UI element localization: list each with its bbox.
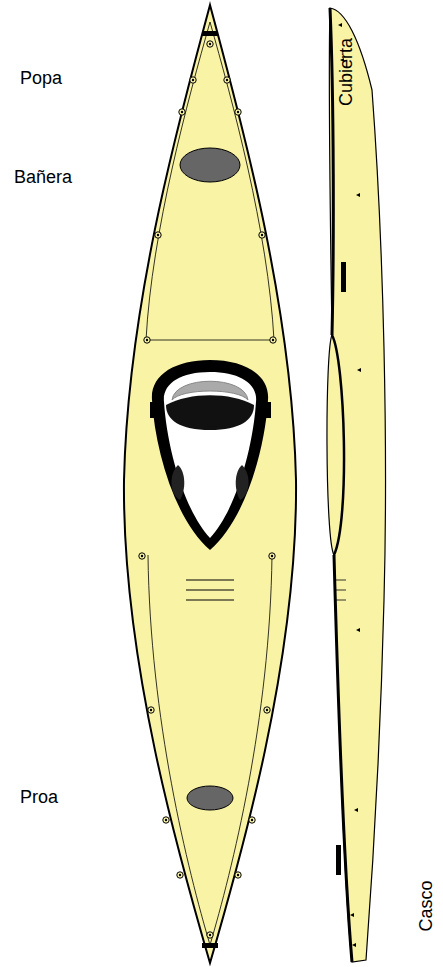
deck-seam [330,8,352,962]
cockpit [152,360,268,550]
deck-line [146,22,274,340]
part-label: Bañera [14,168,72,186]
side-fittings [338,23,361,947]
front-hatch [187,786,233,810]
part-label: Popa [20,69,62,87]
thigh-brace [266,402,271,418]
kayak-top-view [124,5,296,963]
rear-hatch [180,148,240,182]
kayak-side-view [327,8,386,962]
deck-grip-lines [186,580,234,600]
side-grip-lines [336,580,346,600]
hatch-side [336,845,341,875]
deck-fittings [139,41,276,938]
cockpit-rim [332,335,344,555]
deck-line [148,555,272,945]
toggle-handle [202,943,218,948]
part-label: Proa [20,788,58,806]
toggle-handle [202,31,218,36]
thigh-brace [150,402,155,418]
part-label: Cubierta [337,38,355,106]
part-label: Casco [417,880,435,931]
thigh-brace [341,262,346,292]
